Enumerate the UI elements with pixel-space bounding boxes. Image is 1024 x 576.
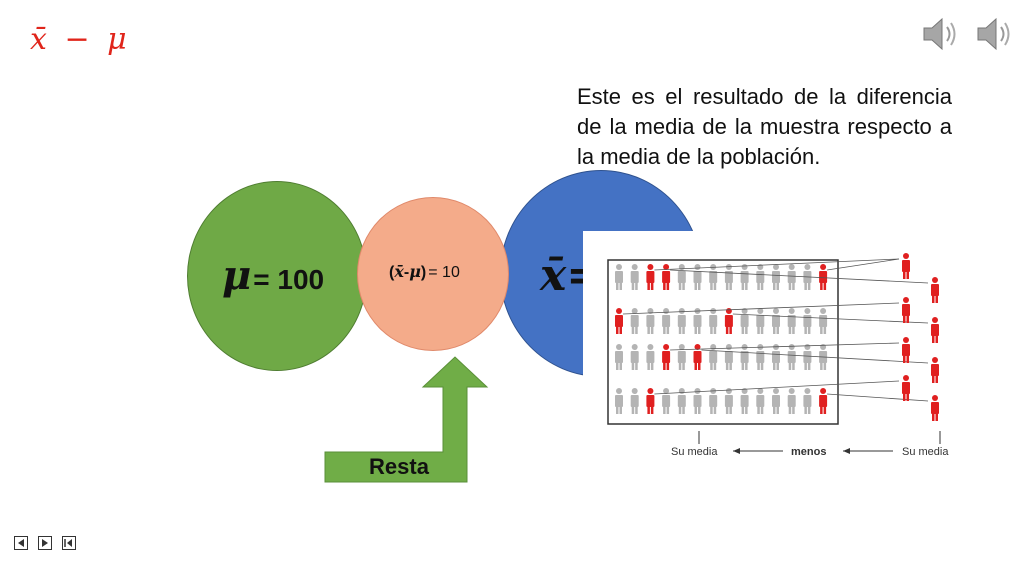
population-mean-value: = 100 [253, 264, 325, 295]
person-selected [902, 337, 910, 363]
resta-arrow [324, 356, 489, 483]
person [772, 264, 780, 290]
selection-arrow [732, 313, 929, 324]
left-caption: Su media [671, 446, 718, 458]
person-selected [646, 388, 655, 414]
person [819, 308, 828, 334]
selection-arrow [654, 380, 900, 395]
mu-symbol: μ [409, 262, 421, 281]
person-selected [931, 357, 939, 383]
person-selected [902, 375, 910, 401]
person [677, 308, 686, 334]
person-selected [931, 395, 939, 421]
person [630, 264, 639, 290]
person [615, 344, 623, 370]
person [709, 308, 718, 334]
person [740, 308, 749, 334]
person [772, 344, 780, 370]
person [740, 264, 749, 290]
person [787, 308, 796, 334]
right-arrow-head [843, 448, 850, 454]
person [693, 308, 702, 334]
person [709, 264, 718, 290]
person [630, 344, 639, 370]
center-caption: menos [791, 446, 826, 458]
nav-next-icon[interactable] [38, 536, 52, 550]
selection-arrow [670, 269, 929, 284]
selection-arrow [670, 342, 900, 351]
person [756, 308, 765, 334]
person [724, 264, 733, 290]
person [740, 344, 749, 370]
selection-arrow [622, 302, 900, 315]
person [740, 388, 749, 414]
illustration-panel: Su media menos Su media [583, 231, 1003, 469]
selection-arrow [827, 258, 900, 271]
person [803, 388, 812, 414]
person [709, 388, 718, 414]
selection-arrow [654, 258, 900, 271]
person [677, 264, 686, 290]
person [693, 264, 702, 290]
title-formula: x̄ − μ [30, 22, 131, 57]
person [803, 308, 812, 334]
xbar-symbol: x̄ [394, 262, 404, 281]
person [677, 388, 686, 414]
person [772, 308, 780, 334]
dash: - [403, 264, 410, 281]
person [724, 388, 733, 414]
person [772, 388, 780, 414]
nav-last-icon[interactable] [62, 536, 76, 550]
right-caption: Su media [902, 446, 949, 458]
person-selected [902, 297, 910, 323]
difference-circle [357, 197, 509, 351]
person-selected [724, 308, 733, 334]
person-selected [662, 264, 671, 290]
person [709, 344, 718, 370]
person [646, 344, 655, 370]
paren-open: ( [389, 264, 395, 281]
person [787, 344, 796, 370]
person-selected [693, 344, 702, 370]
person [787, 264, 796, 290]
person-selected [902, 253, 910, 279]
person [693, 388, 702, 414]
person [662, 388, 671, 414]
nav-first-icon[interactable] [14, 536, 28, 550]
paren-close: ) [420, 264, 427, 281]
person-selected [646, 264, 655, 290]
population-mean-label: μ = 100 [222, 252, 324, 299]
sample-frame [607, 259, 839, 425]
selection-arrow [827, 393, 929, 402]
person [630, 308, 639, 334]
person [677, 344, 686, 370]
person [756, 264, 765, 290]
person [646, 308, 655, 334]
resta-label: Resta [369, 454, 429, 479]
person [787, 388, 796, 414]
person-selected [615, 308, 623, 334]
speaker-icon[interactable] [918, 12, 962, 56]
person-selected [662, 344, 671, 370]
people-illustration: Su media menos Su media [607, 253, 949, 458]
person [756, 388, 765, 414]
person-selected [931, 277, 939, 303]
difference-value: = 10 [428, 264, 460, 281]
description-text: Este es el resultado de la diferencia de… [577, 84, 952, 169]
person [803, 344, 812, 370]
selection-arrow [701, 349, 929, 364]
person [630, 388, 639, 414]
person-selected [819, 388, 828, 414]
person-selected [819, 264, 828, 290]
population-mean-circle [187, 181, 367, 371]
mu-symbol: μ [222, 252, 252, 299]
person [615, 264, 623, 290]
person [615, 388, 623, 414]
left-arrow-head [733, 448, 740, 454]
person [756, 344, 765, 370]
difference-label: ( x̄ - μ ) = 10 [389, 262, 460, 282]
speaker-icon[interactable] [972, 12, 1016, 56]
person-selected [931, 317, 939, 343]
